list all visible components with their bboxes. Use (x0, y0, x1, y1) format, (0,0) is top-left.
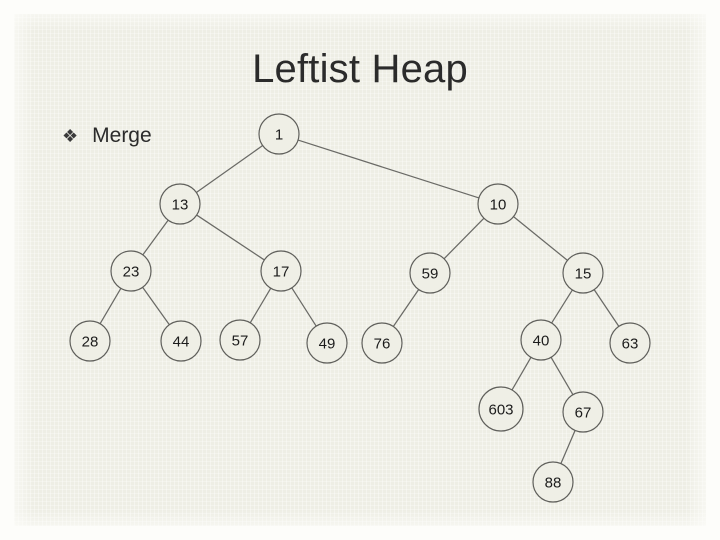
tree-node[interactable]: 40 (520, 319, 562, 361)
tree-node[interactable]: 63 (609, 322, 651, 364)
tree-node-label: 1 (275, 127, 283, 144)
tree-edge (249, 287, 272, 324)
tree-edge (392, 289, 420, 327)
tree-node-label: 40 (533, 333, 550, 350)
tree-edge (550, 356, 574, 396)
tree-node-label: 15 (575, 266, 592, 283)
tree-edge (196, 214, 265, 261)
tree-node[interactable]: 67 (562, 391, 604, 433)
tree-node[interactable]: 88 (532, 461, 574, 503)
tree-edge (297, 139, 480, 199)
tree-node[interactable]: 1 (258, 113, 300, 155)
tree-node-label: 17 (273, 264, 290, 281)
tree-node[interactable]: 76 (361, 322, 403, 364)
tree-node[interactable]: 44 (160, 320, 202, 362)
tree-node[interactable]: 59 (409, 252, 451, 294)
tree-edge (99, 287, 122, 325)
tree-edge (142, 219, 169, 256)
diamond-bullet-icon: ❖ (62, 126, 79, 146)
tree-node-label: 10 (490, 197, 507, 214)
tree-node[interactable]: 17 (260, 250, 302, 292)
tree-node[interactable]: 57 (219, 319, 261, 361)
tree-node[interactable]: 23 (110, 250, 152, 292)
page-title: Leftist Heap (252, 47, 468, 91)
tree-edge (443, 217, 485, 260)
tree-edge (142, 286, 170, 326)
tree-node[interactable]: 13 (159, 183, 201, 225)
tree-node[interactable]: 15 (562, 252, 604, 294)
tree-edge (291, 287, 317, 327)
tree-edge (513, 216, 568, 261)
tree-node[interactable]: 10 (477, 183, 519, 225)
bullet-item-merge: ❖ Merge (62, 124, 152, 148)
tree-node-label: 23 (123, 264, 140, 281)
tree-node-label: 76 (374, 336, 391, 353)
tree-node-label: 28 (82, 334, 99, 351)
tree-edge (593, 289, 620, 327)
tree-node-label: 603 (488, 402, 513, 419)
tree-node-label: 13 (172, 197, 189, 214)
tree-node-label: 63 (622, 336, 639, 353)
tree-node[interactable]: 28 (69, 320, 111, 362)
bullet-item-label: Merge (92, 124, 152, 147)
tree-node[interactable]: 49 (306, 322, 348, 364)
tree-node-label: 59 (422, 266, 439, 283)
tree-edge (511, 356, 532, 391)
tree-node-label: 57 (232, 333, 249, 350)
tree-node-label: 44 (173, 334, 190, 351)
tree-node-label: 88 (545, 475, 562, 492)
tree-edge (195, 145, 264, 193)
tree-node-label: 67 (575, 405, 592, 422)
tree-edge (560, 430, 576, 464)
tree-node-label: 49 (319, 336, 336, 353)
tree-edge (551, 289, 573, 324)
tree-node[interactable]: 603 (478, 386, 524, 432)
